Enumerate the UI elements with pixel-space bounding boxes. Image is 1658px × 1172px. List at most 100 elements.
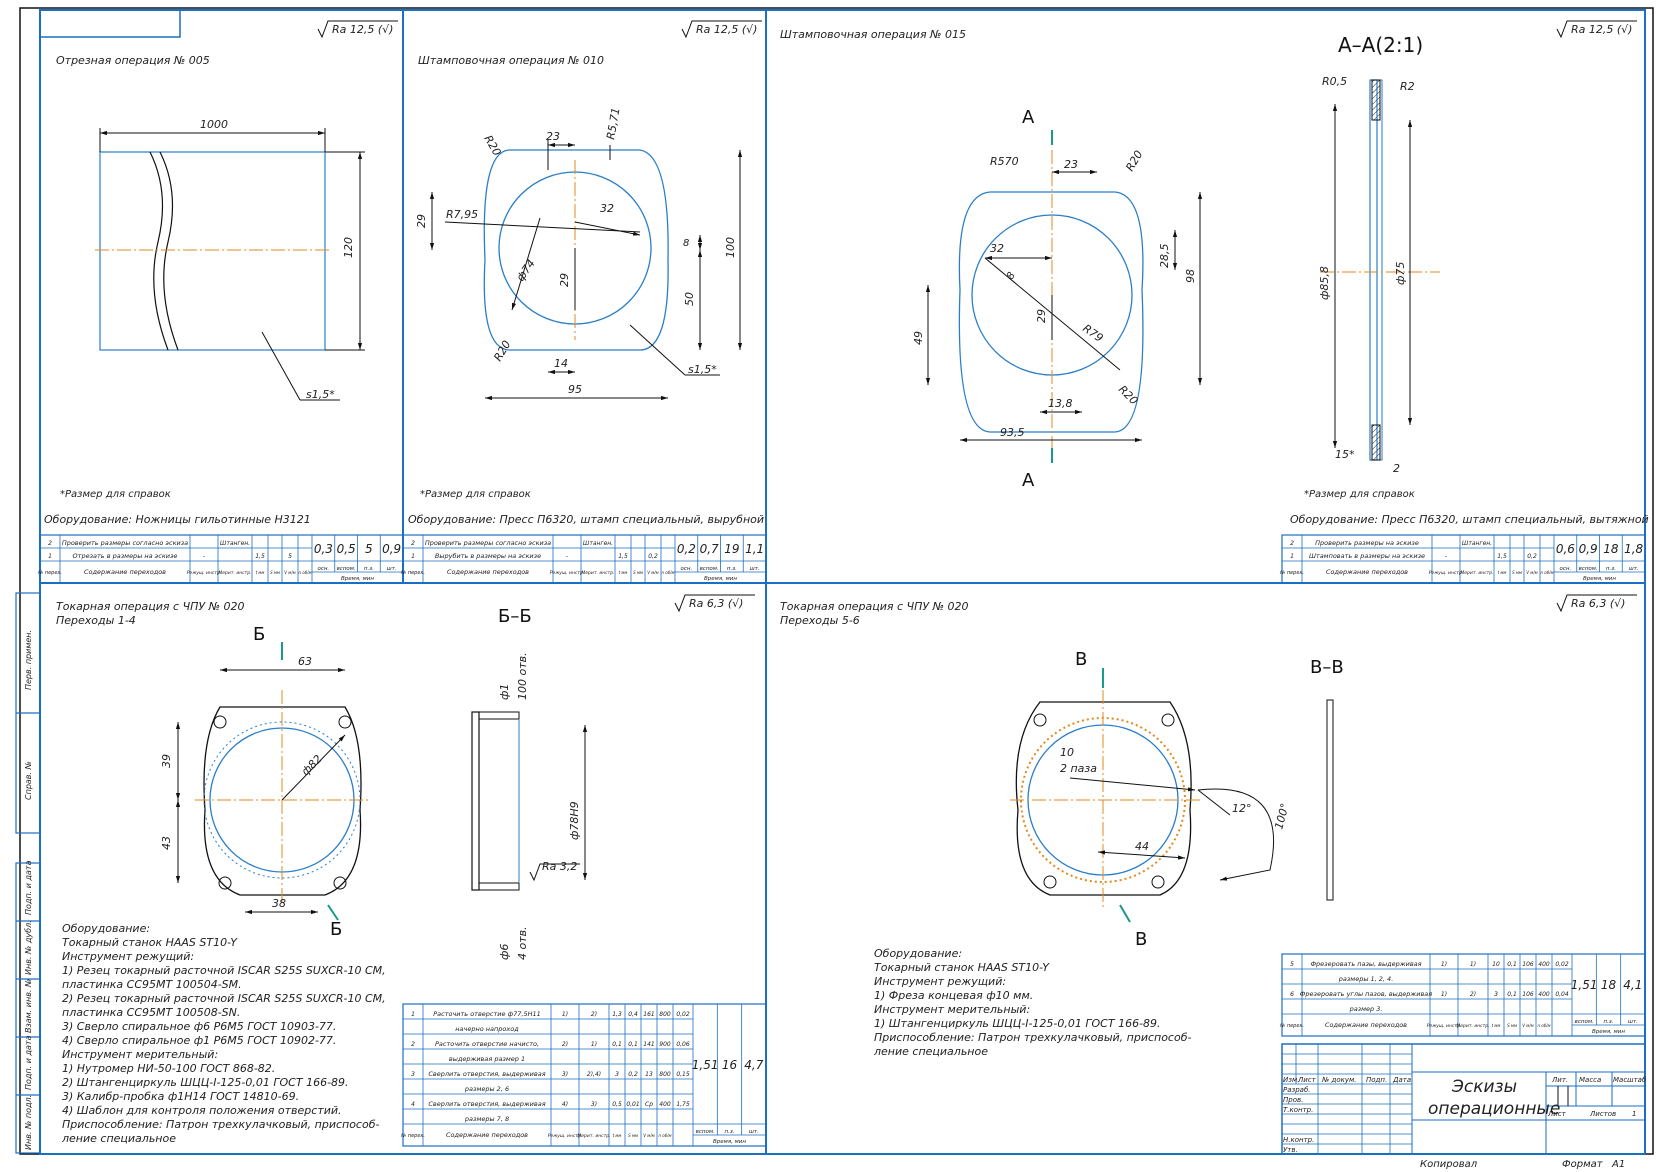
dimension-label: 4 отв. <box>516 926 529 960</box>
dimension-label: 100 отв. <box>516 652 529 700</box>
table-cell: размеры 1, 2, 4. <box>1338 975 1394 983</box>
outer-border <box>19 7 1654 1155</box>
roughness-label: Ra 12,5 (√) <box>696 23 757 36</box>
stamp-header: Лист <box>1297 1076 1317 1084</box>
table-cell: Штанген. <box>1462 540 1492 547</box>
table-cell: 2 <box>411 540 415 547</box>
sheet-label: Лист <box>1547 1110 1567 1118</box>
table-header: Содержание переходов <box>1325 1021 1407 1029</box>
table-header: Режущ. инстр. <box>1429 570 1464 576</box>
dimension-label: 49 <box>912 331 925 345</box>
table-header: Мерит. инстр. <box>218 570 251 576</box>
roughness-symbol: Ra 6,3 (√) <box>1556 594 1637 613</box>
copied-label: Копировал <box>1420 1159 1478 1170</box>
table-header: п.з. <box>727 566 737 572</box>
table-header: Режущ. инстр. <box>187 570 222 576</box>
table-cell: 3) <box>562 1071 568 1078</box>
dimension-label: 29 <box>558 273 571 287</box>
operation-title: Штамповочная операция № 015 <box>780 28 966 41</box>
table-cell: 2 <box>1290 540 1294 547</box>
tooling-line: пластинка CC95MT 100508-SN. <box>62 1006 240 1019</box>
table-header: V м/м <box>647 570 658 575</box>
dimension-label: 8 <box>683 238 689 249</box>
tooling-line: 4) Сверло спиральное ф1 Р6М5 ГОСТ 10902-… <box>62 1034 336 1047</box>
table-header: шт. <box>749 1129 759 1135</box>
top-stamp <box>39 9 181 38</box>
dimension-label: 8 <box>1005 270 1018 281</box>
stamp-header: Подп. <box>1366 1076 1387 1084</box>
document-title: Эскизы <box>1451 1077 1517 1097</box>
equipment-text: Оборудование: Ножницы гильотинные Н3121 <box>44 513 311 526</box>
dimension-label: 2 паза <box>1060 762 1097 775</box>
table-cell: 106 <box>1522 961 1534 968</box>
section-mark-top: А <box>1022 107 1035 128</box>
dimension-label: R2 <box>1400 80 1415 93</box>
table-cell: Штамповать в размеры на эскизе <box>1309 552 1425 560</box>
section-title: Б–Б <box>498 606 532 627</box>
table-header: Режущ. инстр. <box>1427 1023 1462 1029</box>
dimension-label: 44 <box>1135 840 1149 853</box>
dimension-label: 39 <box>160 754 173 768</box>
time-value: 4,1 <box>1623 978 1642 992</box>
table-cell: Фрезеровать пазы, выдерживая <box>1310 960 1421 968</box>
table-cell: 1) <box>591 1041 597 1048</box>
table-header: Время, мин <box>713 1139 746 1145</box>
table-header: V м/м <box>284 570 295 575</box>
dimension-label: 29 <box>1035 309 1048 323</box>
dimension-label: 38 <box>272 897 286 910</box>
table-header: № перех. <box>400 570 425 576</box>
dimension-label: 15* <box>1335 448 1355 461</box>
table-cell: 900 <box>659 1041 671 1048</box>
tooling-line: 1) Фреза концевая ф10 мм. <box>874 989 1033 1002</box>
table-cell: размеры 2, 6 <box>464 1085 509 1093</box>
operation-title: Штамповочная операция № 010 <box>418 54 604 67</box>
stamp-row: Разраб. <box>1283 1086 1311 1094</box>
table-header: осн. <box>318 566 330 572</box>
dimension-label: ф85,8 <box>1318 266 1331 300</box>
sheets-value: 1 <box>1632 1110 1636 1118</box>
table-cell: 2 <box>411 1041 415 1048</box>
table-cell: 2),4) <box>587 1071 601 1078</box>
dimension-label: R0,5 <box>1322 75 1347 88</box>
dimension-label: R5,71 <box>604 107 622 141</box>
format-value: А1 <box>1611 1159 1625 1170</box>
time-value: 0,9 <box>1579 542 1598 556</box>
table-cell: 3 <box>615 1071 619 1078</box>
tooling-line: Инструмент режущий: <box>874 975 1006 988</box>
table-header: n об/м <box>658 1133 671 1138</box>
table-cell: размер 3. <box>1349 1005 1383 1013</box>
table-header: вспом. <box>696 1129 715 1135</box>
side-label: Инв. № дубл. <box>24 920 33 975</box>
table-cell: 141 <box>643 1041 654 1048</box>
table-header: вспом. <box>1575 1019 1594 1025</box>
table-header: № перех. <box>37 570 62 576</box>
table-cell: 1) <box>1441 991 1447 998</box>
dimension-label: ф78H9 <box>568 801 581 840</box>
table-cell: размеры 7, 8 <box>464 1115 509 1123</box>
table-cell: 1,75 <box>676 1101 690 1108</box>
table-cell: Сверлить отверстия, выдерживая <box>428 1100 545 1108</box>
tooling-line: 3) Сверло спиральное ф6 Р6М5 ГОСТ 10903-… <box>62 1020 336 1033</box>
table-cell: 4) <box>562 1101 568 1108</box>
tooling-line: пластинка CC95MT 100504-SM. <box>62 978 242 991</box>
table-cell: 0,02 <box>676 1011 690 1018</box>
stamp-row: Утв. <box>1283 1146 1298 1154</box>
stamp-row: Пров. <box>1283 1096 1303 1104</box>
table-cell: 1 <box>48 553 52 560</box>
dimension-label: 12° <box>1232 802 1252 815</box>
table-cell: 400 <box>1538 991 1550 998</box>
table-header: V м/м <box>1526 570 1537 575</box>
dimension-label: ф75 <box>1394 262 1407 285</box>
operation-subtitle: Переходы 5-6 <box>780 614 860 627</box>
section-title: В–В <box>1310 657 1344 678</box>
stamp-header: Дата <box>1392 1076 1411 1084</box>
roughness-label: Ra 6,3 (√) <box>689 597 743 610</box>
sheets-label: Листов <box>1589 1110 1616 1118</box>
table-header: Мерит. инстр. <box>1460 570 1493 576</box>
dimension-label: 14 <box>554 357 568 370</box>
section-mark-bottom: В <box>1135 929 1147 950</box>
table-header: шт. <box>1628 1019 1638 1025</box>
time-value: 1,51 <box>692 1058 719 1072</box>
time-value: 0,9 <box>382 542 401 556</box>
section-mark-bottom: А <box>1022 470 1035 491</box>
